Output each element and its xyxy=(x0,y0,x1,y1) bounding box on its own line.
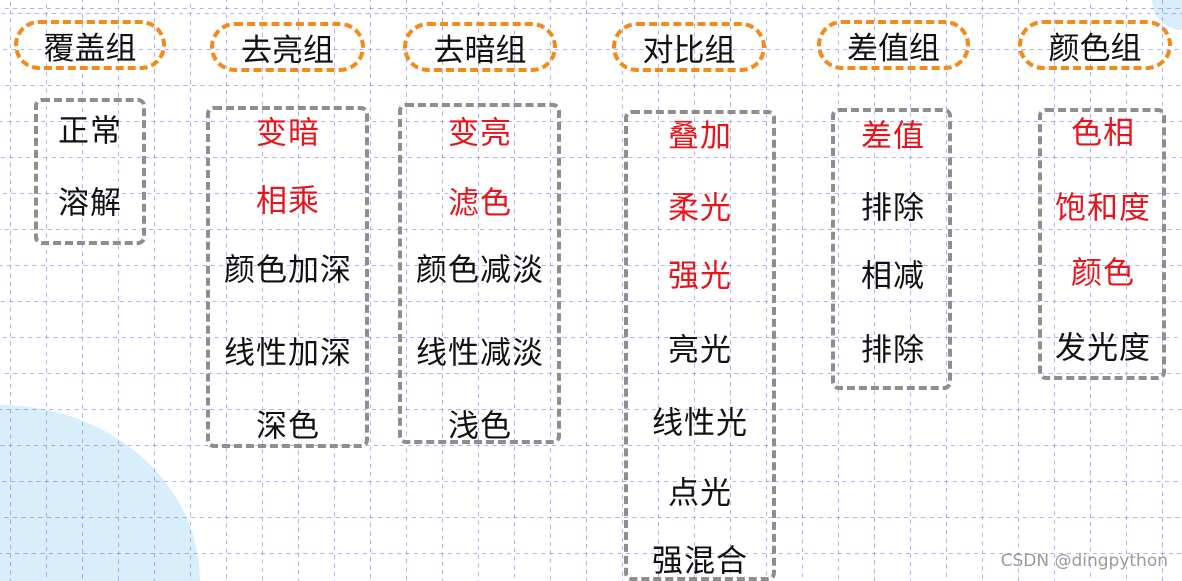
blend-mode-item: 变亮 xyxy=(448,115,512,152)
group-box xyxy=(1038,108,1166,380)
blend-mode-item: 饱和度 xyxy=(1055,190,1151,227)
blend-mode-item: 颜色减淡 xyxy=(416,252,544,289)
blend-mode-item: 点光 xyxy=(668,475,732,512)
blend-mode-item: 颜色 xyxy=(1071,255,1135,292)
group-header: 去亮组 xyxy=(210,22,365,72)
blend-mode-item: 强光 xyxy=(668,258,732,295)
group-header: 覆盖组 xyxy=(14,20,166,70)
blend-mode-item: 差值 xyxy=(861,118,925,155)
blend-mode-item: 深色 xyxy=(256,408,320,445)
blend-mode-item: 线性光 xyxy=(652,405,748,442)
blend-mode-item: 溶解 xyxy=(58,185,122,222)
blend-mode-item: 色相 xyxy=(1071,115,1135,152)
blend-mode-item: 线性加深 xyxy=(224,335,352,372)
blend-mode-item: 叠加 xyxy=(668,118,732,155)
blend-mode-item: 变暗 xyxy=(256,115,320,152)
blend-mode-item: 颜色加深 xyxy=(224,252,352,289)
group-header: 差值组 xyxy=(817,20,970,70)
blend-mode-item: 滤色 xyxy=(448,185,512,222)
blend-mode-item: 正常 xyxy=(58,113,122,150)
group-header: 去暗组 xyxy=(403,22,557,72)
blend-mode-item: 相乘 xyxy=(256,183,320,220)
group-box xyxy=(831,108,952,390)
group-box xyxy=(624,110,776,581)
blend-mode-item: 排除 xyxy=(861,190,925,227)
group-box xyxy=(34,98,146,245)
blend-mode-item: 发光度 xyxy=(1055,330,1151,367)
blend-mode-item: 亮光 xyxy=(668,332,732,369)
group-box xyxy=(398,103,561,444)
blend-mode-item: 浅色 xyxy=(448,408,512,445)
blend-mode-item: 排除 xyxy=(861,332,925,369)
blend-mode-item: 柔光 xyxy=(668,190,732,227)
watermark: CSDN @dingpython xyxy=(1000,551,1168,571)
group-header: 对比组 xyxy=(612,22,766,72)
blend-mode-item: 线性减淡 xyxy=(416,335,544,372)
group-box xyxy=(206,106,369,448)
blend-mode-item: 相减 xyxy=(861,258,925,295)
blend-mode-item: 强混合 xyxy=(652,543,748,580)
group-header: 颜色组 xyxy=(1018,20,1172,70)
